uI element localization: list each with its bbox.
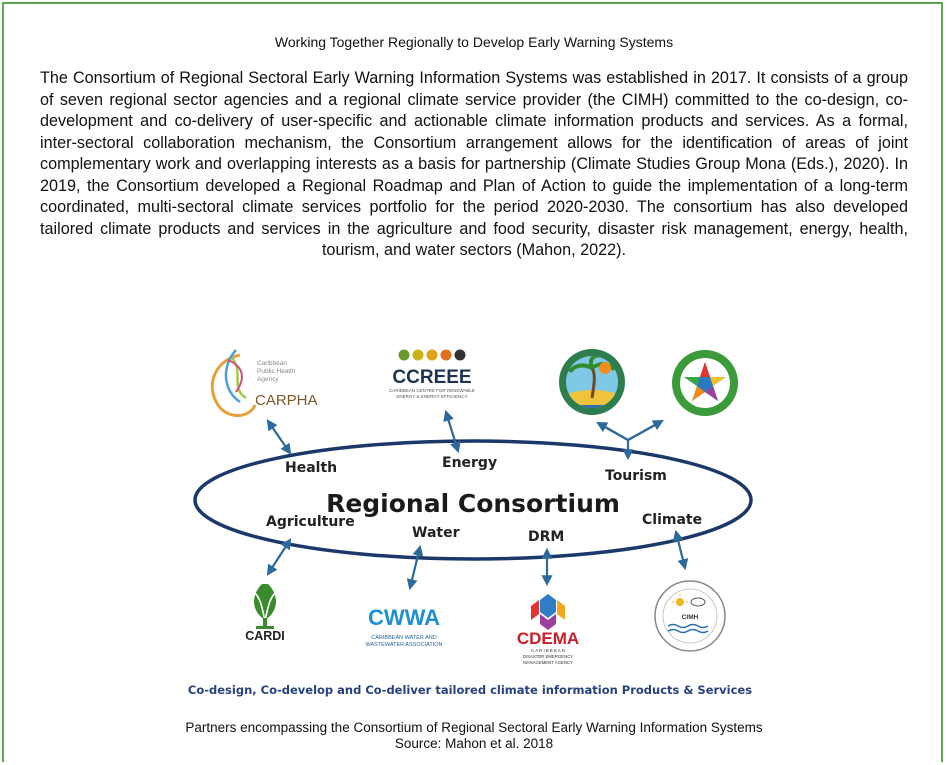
ccreee-label: CCREEE <box>392 367 471 388</box>
section-heading: Working Together Regionally to Develop E… <box>274 34 674 50</box>
cto-logo: CARIBBEAN TOURISM ORGANIZATION <box>546 349 639 422</box>
carpha-label: CARPHA <box>255 392 318 409</box>
carpha-small-1: Caribbean <box>257 360 287 367</box>
arrow-tourism-left <box>596 421 629 441</box>
label-agriculture: Agriculture <box>266 514 355 530</box>
cwwa-sub-2: WASTEWATER ASSOCIATION <box>365 642 442 648</box>
cardi-logo: CARDI <box>245 584 285 643</box>
cdema-sub-2: DISASTER EMERGENCY <box>523 654 574 659</box>
label-climate: Climate <box>642 512 702 528</box>
label-tourism: Tourism <box>605 468 667 484</box>
carpha-small-3: Agency <box>257 376 279 383</box>
label-energy: Energy <box>442 455 497 471</box>
ccreee-sub-2: ENERGY & ENERGY EFFICIENCY <box>396 394 467 399</box>
arrow-climate <box>672 529 689 571</box>
star-logo <box>672 350 738 416</box>
label-health: Health <box>285 460 337 476</box>
carpha-logo: Caribbean Public Health Agency CARPHA <box>210 349 318 417</box>
label-drm: DRM <box>528 529 564 545</box>
cardi-label: CARDI <box>245 629 285 643</box>
carpha-small-2: Public Health <box>257 368 296 375</box>
cto-ring-text: CARIBBEAN TOURISM ORGANIZATION <box>546 416 639 422</box>
cdema-label: CDEMA <box>517 629 579 648</box>
cdema-logo: CDEMA C A R I B B E A N DISASTER EMERGEN… <box>517 594 579 665</box>
figure-caption: Partners encompassing the Consortium of … <box>0 720 948 752</box>
arrow-agriculture <box>266 538 292 576</box>
caption-source: Source: Mahon et al. 2018 <box>394 736 554 751</box>
arrow-energy <box>443 409 461 454</box>
ccreee-sub-1: CARIBBEAN CENTRE FOR RENEWABLE <box>389 388 475 393</box>
label-water: Water <box>412 525 460 541</box>
cwwa-logo: CWWA CARIBBEAN WATER AND WASTEWATER ASSO… <box>365 605 442 648</box>
arrow-health <box>266 419 292 455</box>
arrow-tourism-right <box>627 419 664 441</box>
cwwa-sub-1: CARIBBEAN WATER AND <box>371 635 436 641</box>
cwwa-label: CWWA <box>368 605 440 630</box>
cimh-logo: CIMH <box>654 580 726 652</box>
diagram-tagline: Co-design, Co-develop and Co-deliver tai… <box>188 683 752 697</box>
ccreee-logo: CCREEE CARIBBEAN CENTRE FOR RENEWABLE EN… <box>389 349 475 399</box>
body-paragraph: The Consortium of Regional Sectoral Earl… <box>40 69 908 259</box>
consortium-ellipse <box>193 439 753 561</box>
cdema-sub-3: MANAGEMENT AGENCY <box>523 660 573 665</box>
arrow-water <box>406 544 424 591</box>
caption-line-1: Partners encompassing the Consortium of … <box>185 720 763 735</box>
center-label: Regional Consortium <box>326 489 620 518</box>
cdema-sub-1: C A R I B B E A N <box>531 648 564 653</box>
cimh-label: CIMH <box>682 614 699 621</box>
